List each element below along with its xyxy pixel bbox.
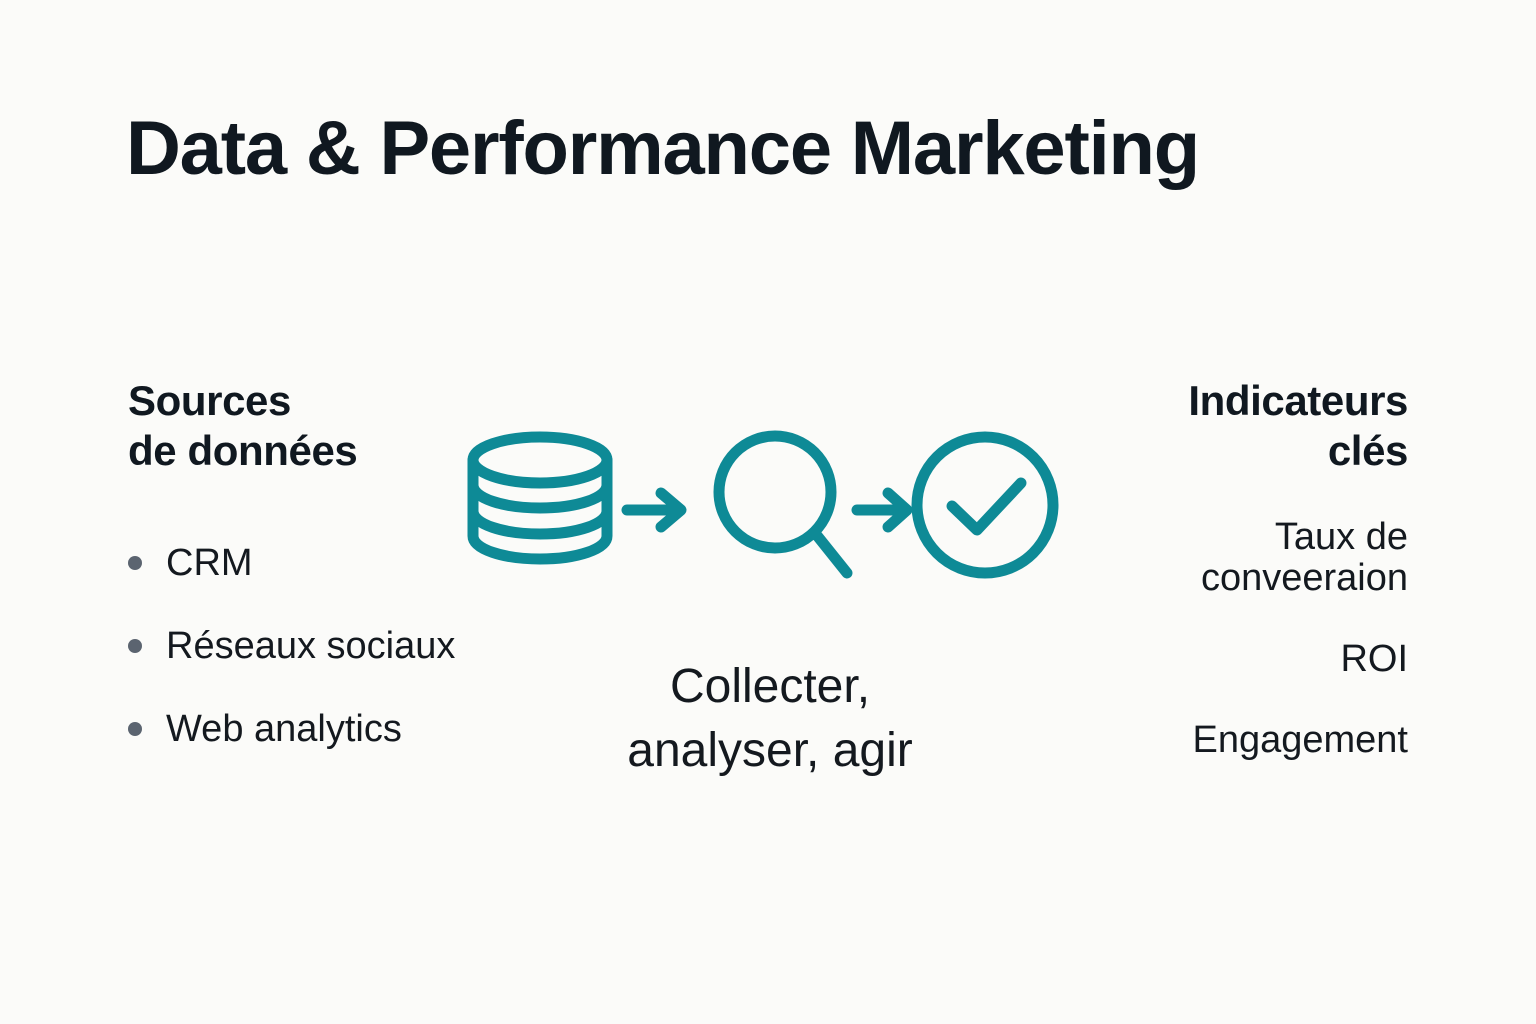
bullet-dot-icon — [128, 638, 142, 653]
process-flow-diagram — [455, 420, 1085, 600]
left-heading-line-1: Sources — [128, 377, 291, 424]
bullet-dot-icon — [128, 721, 142, 736]
list-item: Web analytics — [128, 687, 468, 770]
right-heading-line-1: Indicateurs — [1188, 377, 1408, 424]
page-title: Data & Performance Marketing — [126, 106, 1200, 191]
list-item-label: Réseaux sociaux — [166, 624, 456, 667]
arrow-right-icon — [621, 487, 687, 533]
left-heading-line-2: de données — [128, 426, 358, 474]
left-column: Sources de données CRM Réseaux sociaux W… — [128, 376, 468, 770]
list-item: ROI — [1340, 638, 1408, 681]
list-item: Réseaux sociaux — [128, 604, 468, 687]
magnifier-icon — [713, 430, 853, 579]
list-item-label: Web analytics — [166, 707, 402, 750]
list-item: CRM — [128, 521, 468, 604]
list-item: Taux de conveeraion — [1200, 516, 1408, 600]
check-circle-icon — [911, 431, 1059, 579]
right-heading-line-2: clés — [1327, 426, 1409, 474]
right-column: Indicateurs clés Taux de conveeraion ROI… — [1078, 376, 1408, 761]
flow-caption-line-2: analyser, agir — [627, 723, 913, 777]
kpi-list: Taux de conveeraion ROI Engagement — [1078, 516, 1409, 762]
arrow-right-icon — [851, 487, 913, 533]
database-icon — [467, 431, 613, 565]
flow-caption: Collecter, analyser, agir — [545, 655, 995, 783]
right-column-heading: Indicateurs clés — [1078, 376, 1408, 475]
bullet-dot-icon — [128, 555, 142, 570]
list-item-label: CRM — [166, 541, 253, 584]
flow-caption-line-1: Collecter, — [669, 660, 871, 713]
list-item: Engagement — [1192, 719, 1409, 762]
data-sources-list: CRM Réseaux sociaux Web analytics — [128, 521, 468, 770]
left-column-heading: Sources de données — [128, 376, 468, 475]
